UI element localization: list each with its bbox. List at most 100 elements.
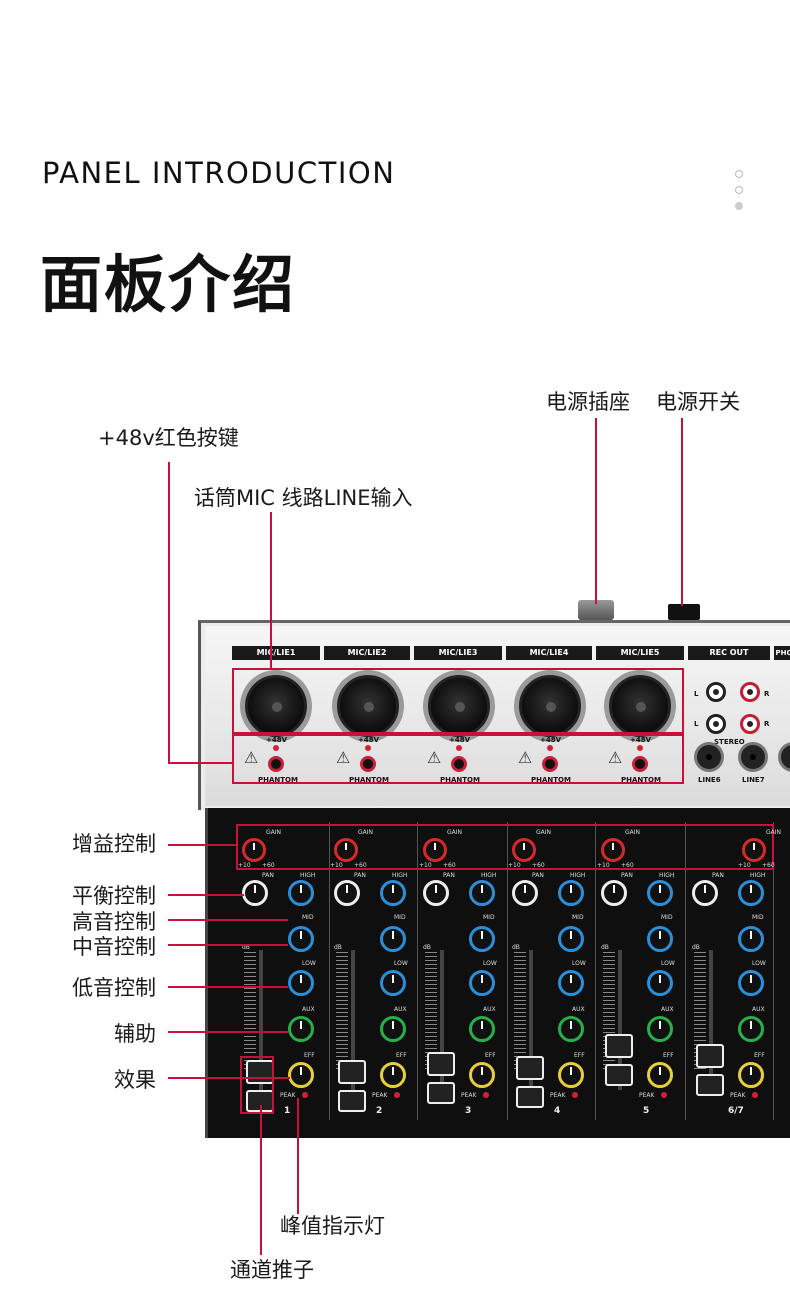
pan-label: PAN <box>621 872 633 879</box>
mid-eq-knob[interactable] <box>558 926 584 952</box>
aux-knob[interactable] <box>469 1016 495 1042</box>
peak-label: PEAK <box>461 1092 477 1099</box>
gain-knob[interactable] <box>334 838 358 862</box>
pan-knob[interactable] <box>242 880 268 906</box>
fader-scale <box>244 952 256 1072</box>
aux-knob[interactable] <box>288 1016 314 1042</box>
callout-peak-led: 峰值指示灯 <box>280 1214 385 1238</box>
phantom-led <box>637 745 643 751</box>
aux-knob[interactable] <box>647 1016 673 1042</box>
eff-knob[interactable] <box>738 1062 764 1088</box>
pager <box>735 170 743 218</box>
low-label: LOW <box>572 960 586 967</box>
phantom-led <box>365 745 371 751</box>
pan-knob[interactable] <box>334 880 360 906</box>
pager-dot-active[interactable] <box>735 202 743 210</box>
aux-label: AUX <box>394 1006 407 1013</box>
channel-fader[interactable] <box>516 1056 544 1080</box>
low-eq-knob[interactable] <box>647 970 673 996</box>
high-label: HIGH <box>659 872 675 879</box>
high-eq-knob[interactable] <box>380 880 406 906</box>
channel-fader-cap <box>605 1064 633 1086</box>
gain-min-label: +10 <box>238 862 251 869</box>
peak-label: PEAK <box>639 1092 655 1099</box>
channel-fader[interactable] <box>605 1034 633 1058</box>
rec-out-head: REC OUT <box>688 646 770 660</box>
peak-led <box>302 1092 308 1098</box>
gain-min-label: +10 <box>508 862 521 869</box>
channel-head-2: MIC/LIE2 <box>324 646 410 660</box>
eff-label: EFF <box>663 1052 674 1059</box>
peak-label: PEAK <box>550 1092 566 1099</box>
pager-dot[interactable] <box>735 186 743 194</box>
pan-knob[interactable] <box>601 880 627 906</box>
channel-fader[interactable] <box>427 1052 455 1076</box>
channel-fader[interactable] <box>696 1044 724 1068</box>
gain-knob[interactable] <box>423 838 447 862</box>
high-eq-knob[interactable] <box>558 880 584 906</box>
channel-fader[interactable] <box>338 1060 366 1084</box>
gain-knob[interactable] <box>242 838 266 862</box>
pan-knob[interactable] <box>692 880 718 906</box>
eff-knob[interactable] <box>380 1062 406 1088</box>
callout-channel-fader: 通道推子 <box>230 1258 314 1282</box>
low-eq-knob[interactable] <box>469 970 495 996</box>
low-eq-knob[interactable] <box>380 970 406 996</box>
leader-line <box>270 512 272 670</box>
eff-knob[interactable] <box>558 1062 584 1088</box>
fader-slot <box>709 950 713 1090</box>
callout-aux: 辅助 <box>114 1022 156 1046</box>
low-eq-knob[interactable] <box>558 970 584 996</box>
mid-eq-knob[interactable] <box>380 926 406 952</box>
gain-knob[interactable] <box>742 838 766 862</box>
rec-out-r: R <box>764 690 770 698</box>
gain-knob[interactable] <box>601 838 625 862</box>
db-label: dB <box>601 944 609 951</box>
aux-label: AUX <box>302 1006 315 1013</box>
high-eq-knob[interactable] <box>469 880 495 906</box>
low-label: LOW <box>752 960 766 967</box>
leader-line <box>168 1031 288 1033</box>
phantom-label: PHANTOM <box>440 776 480 784</box>
aux-knob[interactable] <box>380 1016 406 1042</box>
high-eq-knob[interactable] <box>288 880 314 906</box>
channel-head-3: MIC/LIE3 <box>414 646 502 660</box>
power-socket-icon <box>578 600 614 620</box>
pager-dot[interactable] <box>735 170 743 178</box>
pan-knob[interactable] <box>512 880 538 906</box>
high-label: HIGH <box>392 872 408 879</box>
warning-icon: ⚠ <box>244 748 259 767</box>
warning-icon: ⚠ <box>336 748 351 767</box>
low-eq-knob[interactable] <box>288 970 314 996</box>
low-label: LOW <box>302 960 316 967</box>
gain-min-label: +10 <box>597 862 610 869</box>
high-eq-knob[interactable] <box>738 880 764 906</box>
channel-strip-2 <box>330 822 418 1120</box>
high-eq-knob[interactable] <box>647 880 673 906</box>
mid-eq-knob[interactable] <box>738 926 764 952</box>
aux-knob[interactable] <box>738 1016 764 1042</box>
leader-line <box>260 1105 262 1255</box>
phantom-button <box>268 756 284 772</box>
peak-led <box>394 1092 400 1098</box>
eff-knob[interactable] <box>288 1062 314 1088</box>
db-label: dB <box>334 944 342 951</box>
eff-knob[interactable] <box>647 1062 673 1088</box>
gain-label: GAIN <box>447 829 463 836</box>
db-label: dB <box>512 944 520 951</box>
fader-scale <box>694 952 706 1072</box>
channel-number: 5 <box>643 1106 650 1116</box>
peak-label: PEAK <box>280 1092 296 1099</box>
pan-knob[interactable] <box>423 880 449 906</box>
low-eq-knob[interactable] <box>738 970 764 996</box>
callout-mic-line: 话筒MIC 线路LINE输入 <box>194 486 413 510</box>
mid-eq-knob[interactable] <box>469 926 495 952</box>
gain-knob[interactable] <box>512 838 536 862</box>
eff-label: EFF <box>304 1052 315 1059</box>
combo-jack-icon <box>245 675 307 737</box>
eff-knob[interactable] <box>469 1062 495 1088</box>
callout-eff: 效果 <box>114 1068 156 1092</box>
aux-knob[interactable] <box>558 1016 584 1042</box>
mid-eq-knob[interactable] <box>288 926 314 952</box>
mid-eq-knob[interactable] <box>647 926 673 952</box>
